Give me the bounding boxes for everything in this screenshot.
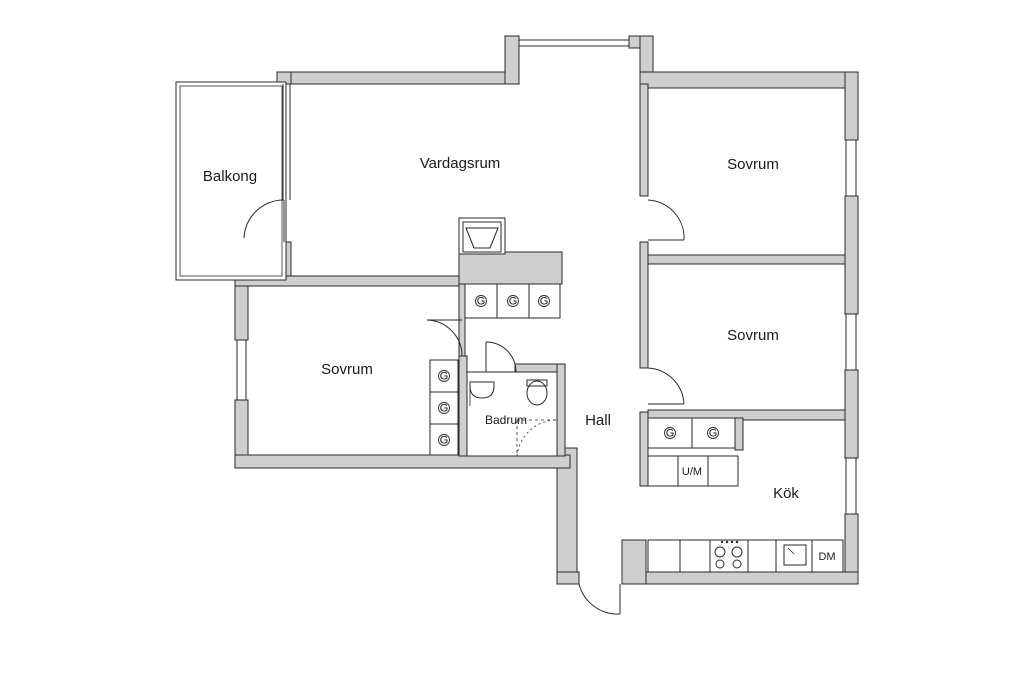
wardrobe-label: G	[440, 371, 449, 383]
kitchen-sink-icon	[783, 544, 807, 566]
toilet-icon	[526, 380, 548, 406]
room-label-balkong: Balkong	[203, 168, 257, 185]
room-label-badrum: Badrum	[485, 413, 527, 427]
wardrobes-top	[464, 283, 561, 319]
wardrobes-left	[429, 359, 459, 456]
stove-icon	[714, 540, 743, 569]
washer-dryer-label: U/M	[682, 466, 702, 478]
wardrobe-label: G	[440, 403, 449, 415]
room-label-sovrum-middle-right: Sovrum	[727, 327, 779, 344]
doors	[243, 199, 685, 615]
wardrobe-marker: G	[707, 427, 719, 440]
wardrobe-marker: G	[438, 402, 450, 415]
wardrobe-marker: G	[475, 295, 487, 308]
fireplace	[458, 217, 506, 255]
wardrobe-icons: G G G G G G G G	[438, 295, 719, 447]
wardrobe-marker: G	[664, 427, 676, 440]
wardrobe-marker: G	[438, 434, 450, 447]
wardrobes-kitchen	[647, 417, 736, 449]
bathroom-fixtures	[466, 371, 558, 457]
labels: Balkong Vardagsrum Sovrum Sovrum Sovrum …	[203, 155, 836, 563]
walls	[234, 35, 859, 585]
wardrobe-label: G	[440, 435, 449, 447]
wardrobe-label: G	[477, 296, 486, 308]
sink-icon	[469, 381, 495, 399]
wardrobe-label: G	[666, 428, 675, 440]
wardrobe-label: G	[540, 296, 549, 308]
room-label-kok: Kök	[773, 485, 799, 502]
room-label-vardagsrum: Vardagsrum	[420, 155, 501, 172]
balcony	[175, 81, 291, 281]
wardrobe-label: G	[509, 296, 518, 308]
kitchen-fittings	[647, 455, 844, 573]
room-label-hall: Hall	[585, 412, 611, 429]
wardrobe-marker: G	[538, 295, 550, 308]
room-label-sovrum-left: Sovrum	[321, 361, 373, 378]
wardrobe-label: G	[709, 428, 718, 440]
wardrobe-marker: G	[507, 295, 519, 308]
wardrobe-marker: G	[438, 370, 450, 383]
room-label-sovrum-top-right: Sovrum	[727, 156, 779, 173]
dishwasher-label: DM	[818, 551, 835, 563]
